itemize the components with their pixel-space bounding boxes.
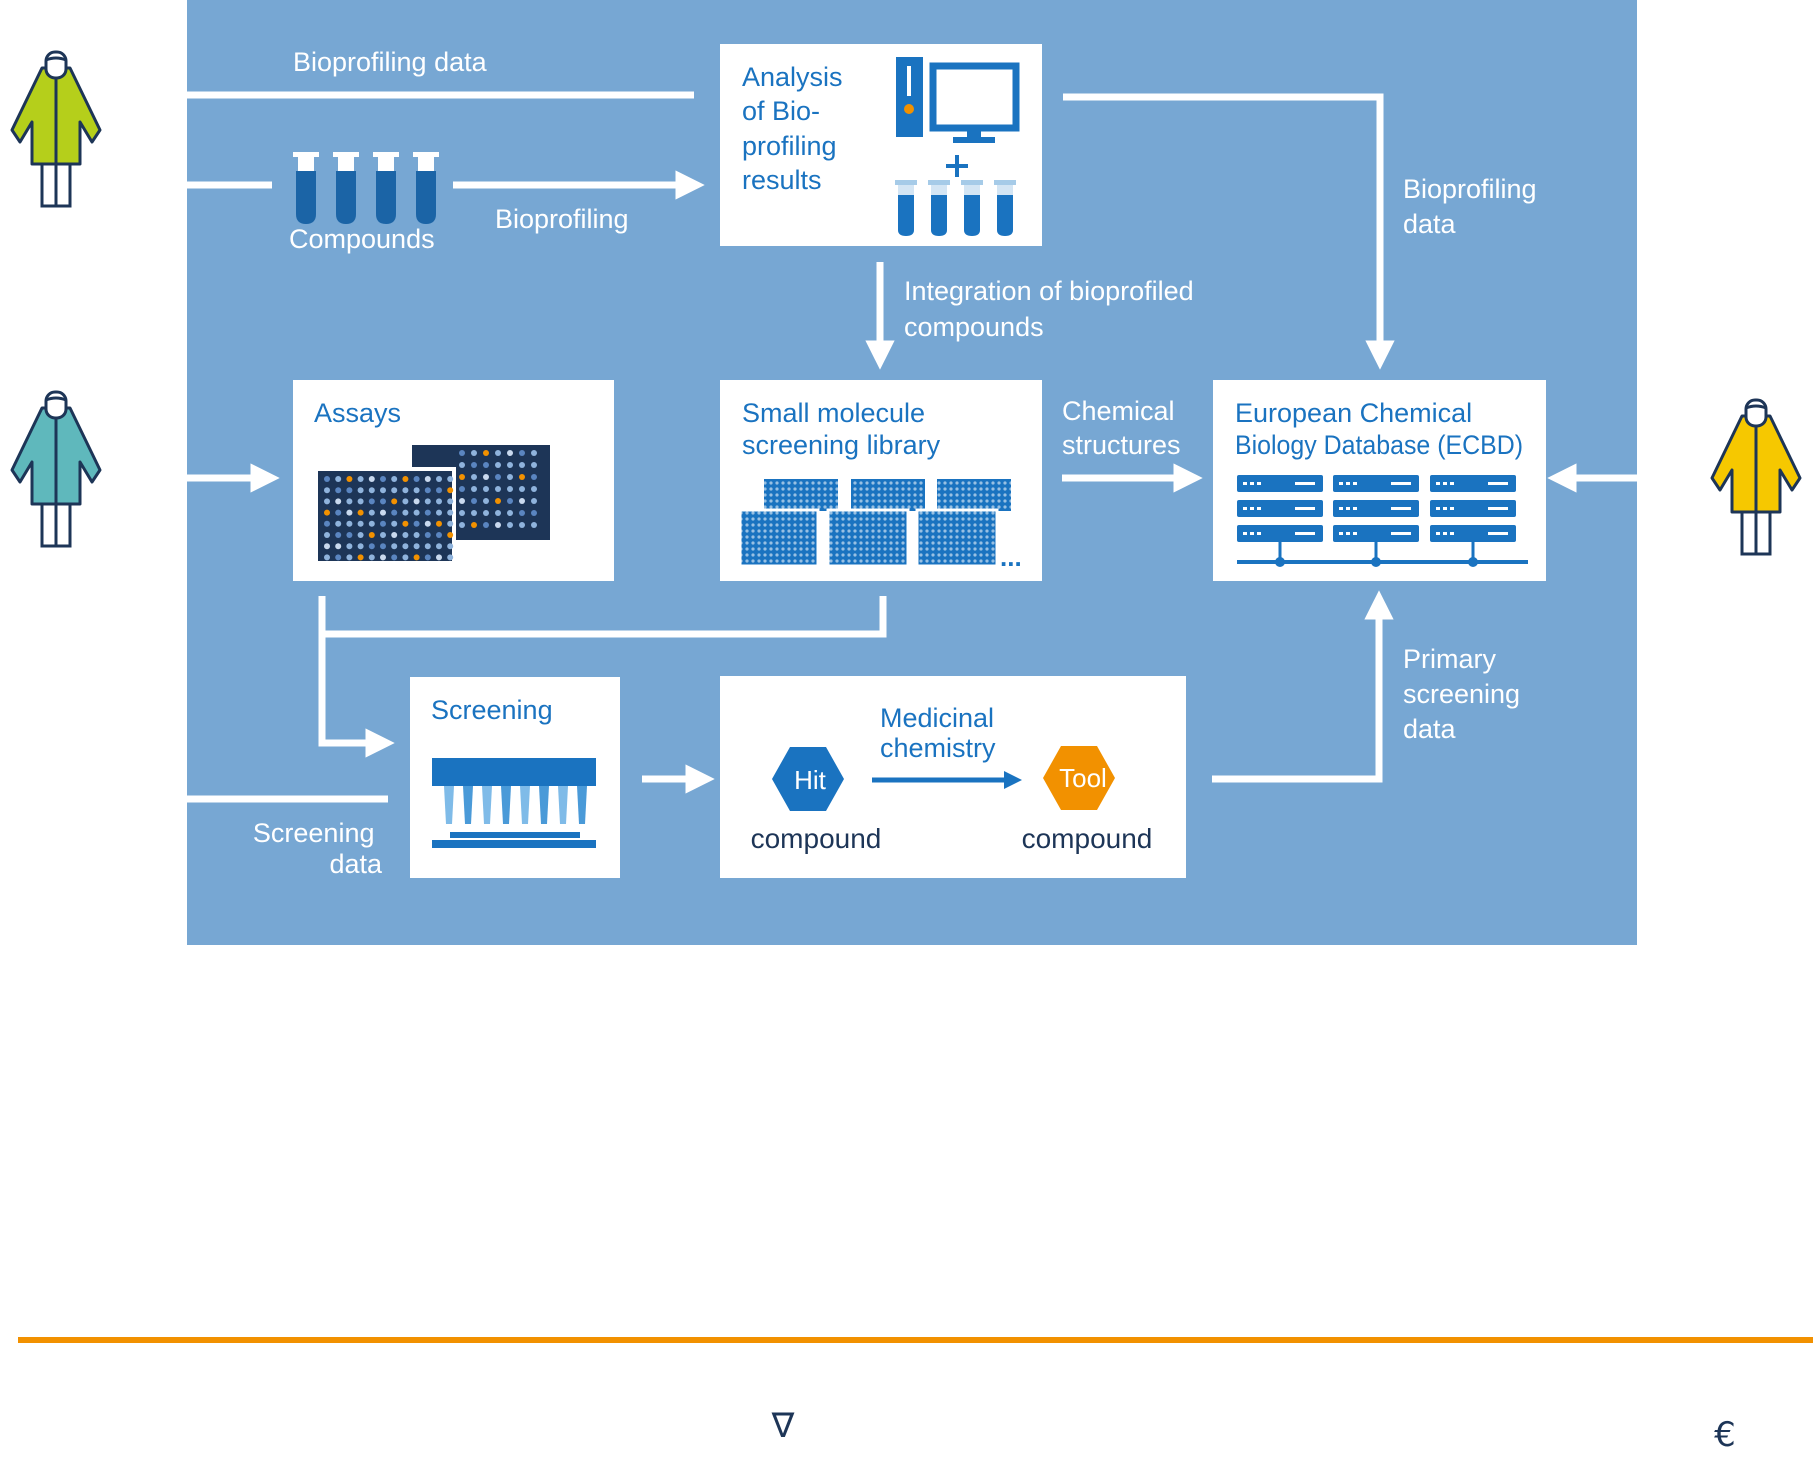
arrow-to-screening: [318, 634, 395, 758]
flow-labels: Bioprofiling data Compounds Bioprofiling…: [253, 47, 1544, 879]
library-title-line2: screening library: [742, 430, 941, 460]
svg-text:European Chemical Biolog: European Chemical Biology Database (ECBD…: [1235, 398, 1523, 460]
test-tube-icon: [895, 180, 1016, 236]
svg-text:Medicinal chemistry: Medicinal chemistry: [880, 703, 1002, 763]
tool-hexagon: [1043, 746, 1115, 810]
label-bioprofiling: Bioprofiling: [495, 204, 629, 234]
label-screening-data: Screening data: [253, 818, 383, 879]
assays-box: Assays: [293, 380, 614, 581]
screening-title: Screening: [431, 695, 553, 725]
label-bioprofiling-data-right: Bioprofiling data: [1403, 174, 1544, 239]
library-title-line1: Small molecule: [742, 398, 925, 428]
svg-text:Analysis of Bio- p: Analysis of Bio- profiling results: [742, 62, 850, 195]
assays-title: Assays: [314, 398, 401, 428]
medchem-label-line1: Medicinal: [880, 703, 994, 733]
library-ellipsis: ...: [1000, 542, 1022, 572]
ecbd-title-line1: European Chemical: [1235, 398, 1472, 428]
researcher-icon-middle: [10, 390, 102, 548]
computer-icon: [896, 57, 1020, 177]
microplate-icon: [738, 477, 1013, 568]
screening-box: Screening: [410, 677, 620, 878]
researcher-icon-top: [10, 50, 102, 208]
hit-label: Hit: [794, 765, 827, 795]
label-primary-screening-data: Primary screening data: [1403, 644, 1528, 744]
analysis-box: Analysis of Bio- profiling results: [720, 44, 1042, 246]
medchem-box: Medicinal chemistry Hit Tool compound co…: [720, 676, 1186, 878]
tool-label: Tool: [1059, 763, 1107, 793]
connectors: [187, 91, 1637, 803]
hit-hexagon: [772, 747, 844, 811]
footer-divider: [18, 1337, 1813, 1343]
label-compounds: Compounds: [289, 224, 435, 254]
analysis-title-line2: of Bio-: [742, 96, 820, 126]
analysis-title-line3: profiling: [742, 131, 837, 161]
ecbd-box: European Chemical Biology Database (ECBD…: [1213, 380, 1546, 581]
dispenser-icon: [432, 758, 596, 848]
microplate-icon: [314, 445, 550, 565]
footer-glyph-center: ∇: [771, 1406, 795, 1446]
arrow-primary-screening-data: [1212, 590, 1394, 783]
server-icon: [1237, 475, 1528, 567]
library-box: Small molecule screening library ...: [720, 380, 1042, 581]
analysis-title-line4: results: [742, 165, 822, 195]
researcher-icon-right: [1710, 398, 1802, 556]
label-integration: Integration of bioprofiled compounds: [904, 276, 1201, 342]
label-bioprofiling-data-top: Bioprofiling data: [293, 47, 488, 77]
analysis-title-line1: Analysis: [742, 62, 843, 92]
test-tube-icon: [293, 152, 439, 224]
medchem-label-line2: chemistry: [880, 733, 996, 763]
label-chemical-structures: Chemical structures: [1062, 396, 1182, 460]
footer-glyph-right: €: [1714, 1415, 1736, 1455]
hit-compound-label: compound: [751, 823, 882, 854]
svg-text:Small molecule screening: Small molecule screening library: [742, 398, 941, 460]
connector-assays-library: [318, 596, 887, 638]
arrow-bioprofiling-data-right: [1063, 93, 1395, 370]
tool-compound-label: compound: [1022, 823, 1153, 854]
ecbd-title-line2: Biology Database (ECBD): [1235, 430, 1523, 460]
